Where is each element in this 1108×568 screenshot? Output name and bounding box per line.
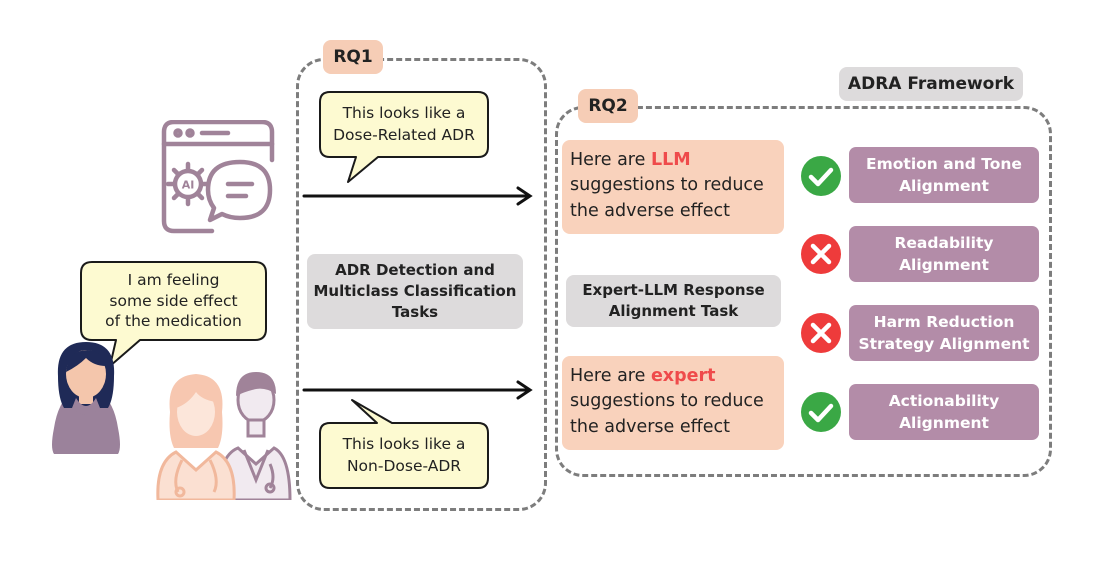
rq2-dashed-box xyxy=(555,106,1052,477)
dose-bubble-line1: This looks like a xyxy=(342,103,466,122)
task1-line3: Tasks xyxy=(391,303,439,321)
task2-line2: Alignment Task xyxy=(608,302,739,320)
patient-bubble-line1: I am feeling xyxy=(127,270,220,289)
rq1-tag: RQ1 xyxy=(323,40,383,74)
nondose-bubble-text: This looks like a Non-Dose-ADR xyxy=(322,425,486,486)
rq1-dashed-box xyxy=(296,58,547,511)
expert-suggestion-line1: Here are expert xyxy=(570,364,776,389)
alignment-0-line2: Alignment xyxy=(899,177,989,195)
alignment-1-line1: Readability xyxy=(894,233,994,252)
task1-line2: Multiclass Classification xyxy=(313,282,517,300)
arrowhead-top xyxy=(516,186,533,206)
alignment-emotion-tone: Emotion and Tone Alignment xyxy=(849,147,1039,203)
patient-bubble-line2: some side effect xyxy=(109,291,238,310)
alignment-2-line2: Strategy Alignment xyxy=(858,335,1030,353)
expert-suggestion-box: Here are expert suggestions to reduce th… xyxy=(562,356,784,450)
alignment-2-line1: Harm Reduction xyxy=(873,312,1015,331)
cross-icon xyxy=(801,234,841,274)
dose-bubble-shape xyxy=(319,91,489,183)
patient-bubble-shape xyxy=(80,261,267,367)
framework-label: ADRA Framework xyxy=(839,67,1023,101)
patient-icon xyxy=(52,342,120,454)
expert-suggestion-pre: Here are xyxy=(570,366,651,386)
alignment-task-box: Expert-LLM Response Alignment Task xyxy=(566,275,781,327)
nondose-bubble-line2: Non-Dose-ADR xyxy=(346,456,462,475)
expert-suggestion-line2: suggestions to reduce xyxy=(570,391,764,412)
detection-task-box: ADR Detection and Multiclass Classificat… xyxy=(307,254,523,329)
patient-bubble-line3: of the medication xyxy=(105,312,242,331)
llm-suggestion-line3: the adverse effect xyxy=(570,200,730,221)
check-icon xyxy=(801,392,841,432)
ai-chat-window-icon: AI xyxy=(161,120,275,234)
svg-text:AI: AI xyxy=(182,179,195,192)
llm-suggestion-line1: Here are LLM xyxy=(570,148,776,173)
rq2-tag: RQ2 xyxy=(578,89,638,123)
expert-highlight: expert xyxy=(650,366,716,386)
dose-bubble-text: This looks like a Dose-Related ADR xyxy=(322,94,486,155)
alignment-0-line1: Emotion and Tone xyxy=(866,154,1022,173)
medical-experts-icon xyxy=(156,372,292,500)
llm-suggestion-line2: suggestions to reduce xyxy=(570,175,764,196)
cross-icon xyxy=(801,313,841,353)
alignment-readability: Readability Alignment xyxy=(849,226,1039,282)
task1-line1: ADR Detection and xyxy=(335,261,495,279)
nondose-bubble-shape xyxy=(319,399,489,489)
llm-highlight: LLM xyxy=(650,150,691,170)
patient-bubble-text: I am feeling some side effect of the med… xyxy=(83,264,264,338)
alignment-3-line1: Actionability xyxy=(888,391,1000,410)
alignment-3-line2: Alignment xyxy=(899,414,989,432)
arrowhead-bottom xyxy=(516,380,533,400)
check-icon xyxy=(801,156,841,196)
llm-suggestion-box: Here are LLM suggestions to reduce the a… xyxy=(562,140,784,234)
alignment-1-line2: Alignment xyxy=(899,256,989,274)
llm-suggestion-pre: Here are xyxy=(570,150,651,170)
dose-bubble-line2: Dose-Related ADR xyxy=(333,125,475,144)
alignment-actionability: Actionability Alignment xyxy=(849,384,1039,440)
task2-line1: Expert-LLM Response xyxy=(582,281,765,299)
expert-suggestion-line3: the adverse effect xyxy=(570,416,730,437)
nondose-bubble-line1: This looks like a xyxy=(342,434,466,453)
alignment-harm-reduction: Harm Reduction Strategy Alignment xyxy=(849,305,1039,361)
